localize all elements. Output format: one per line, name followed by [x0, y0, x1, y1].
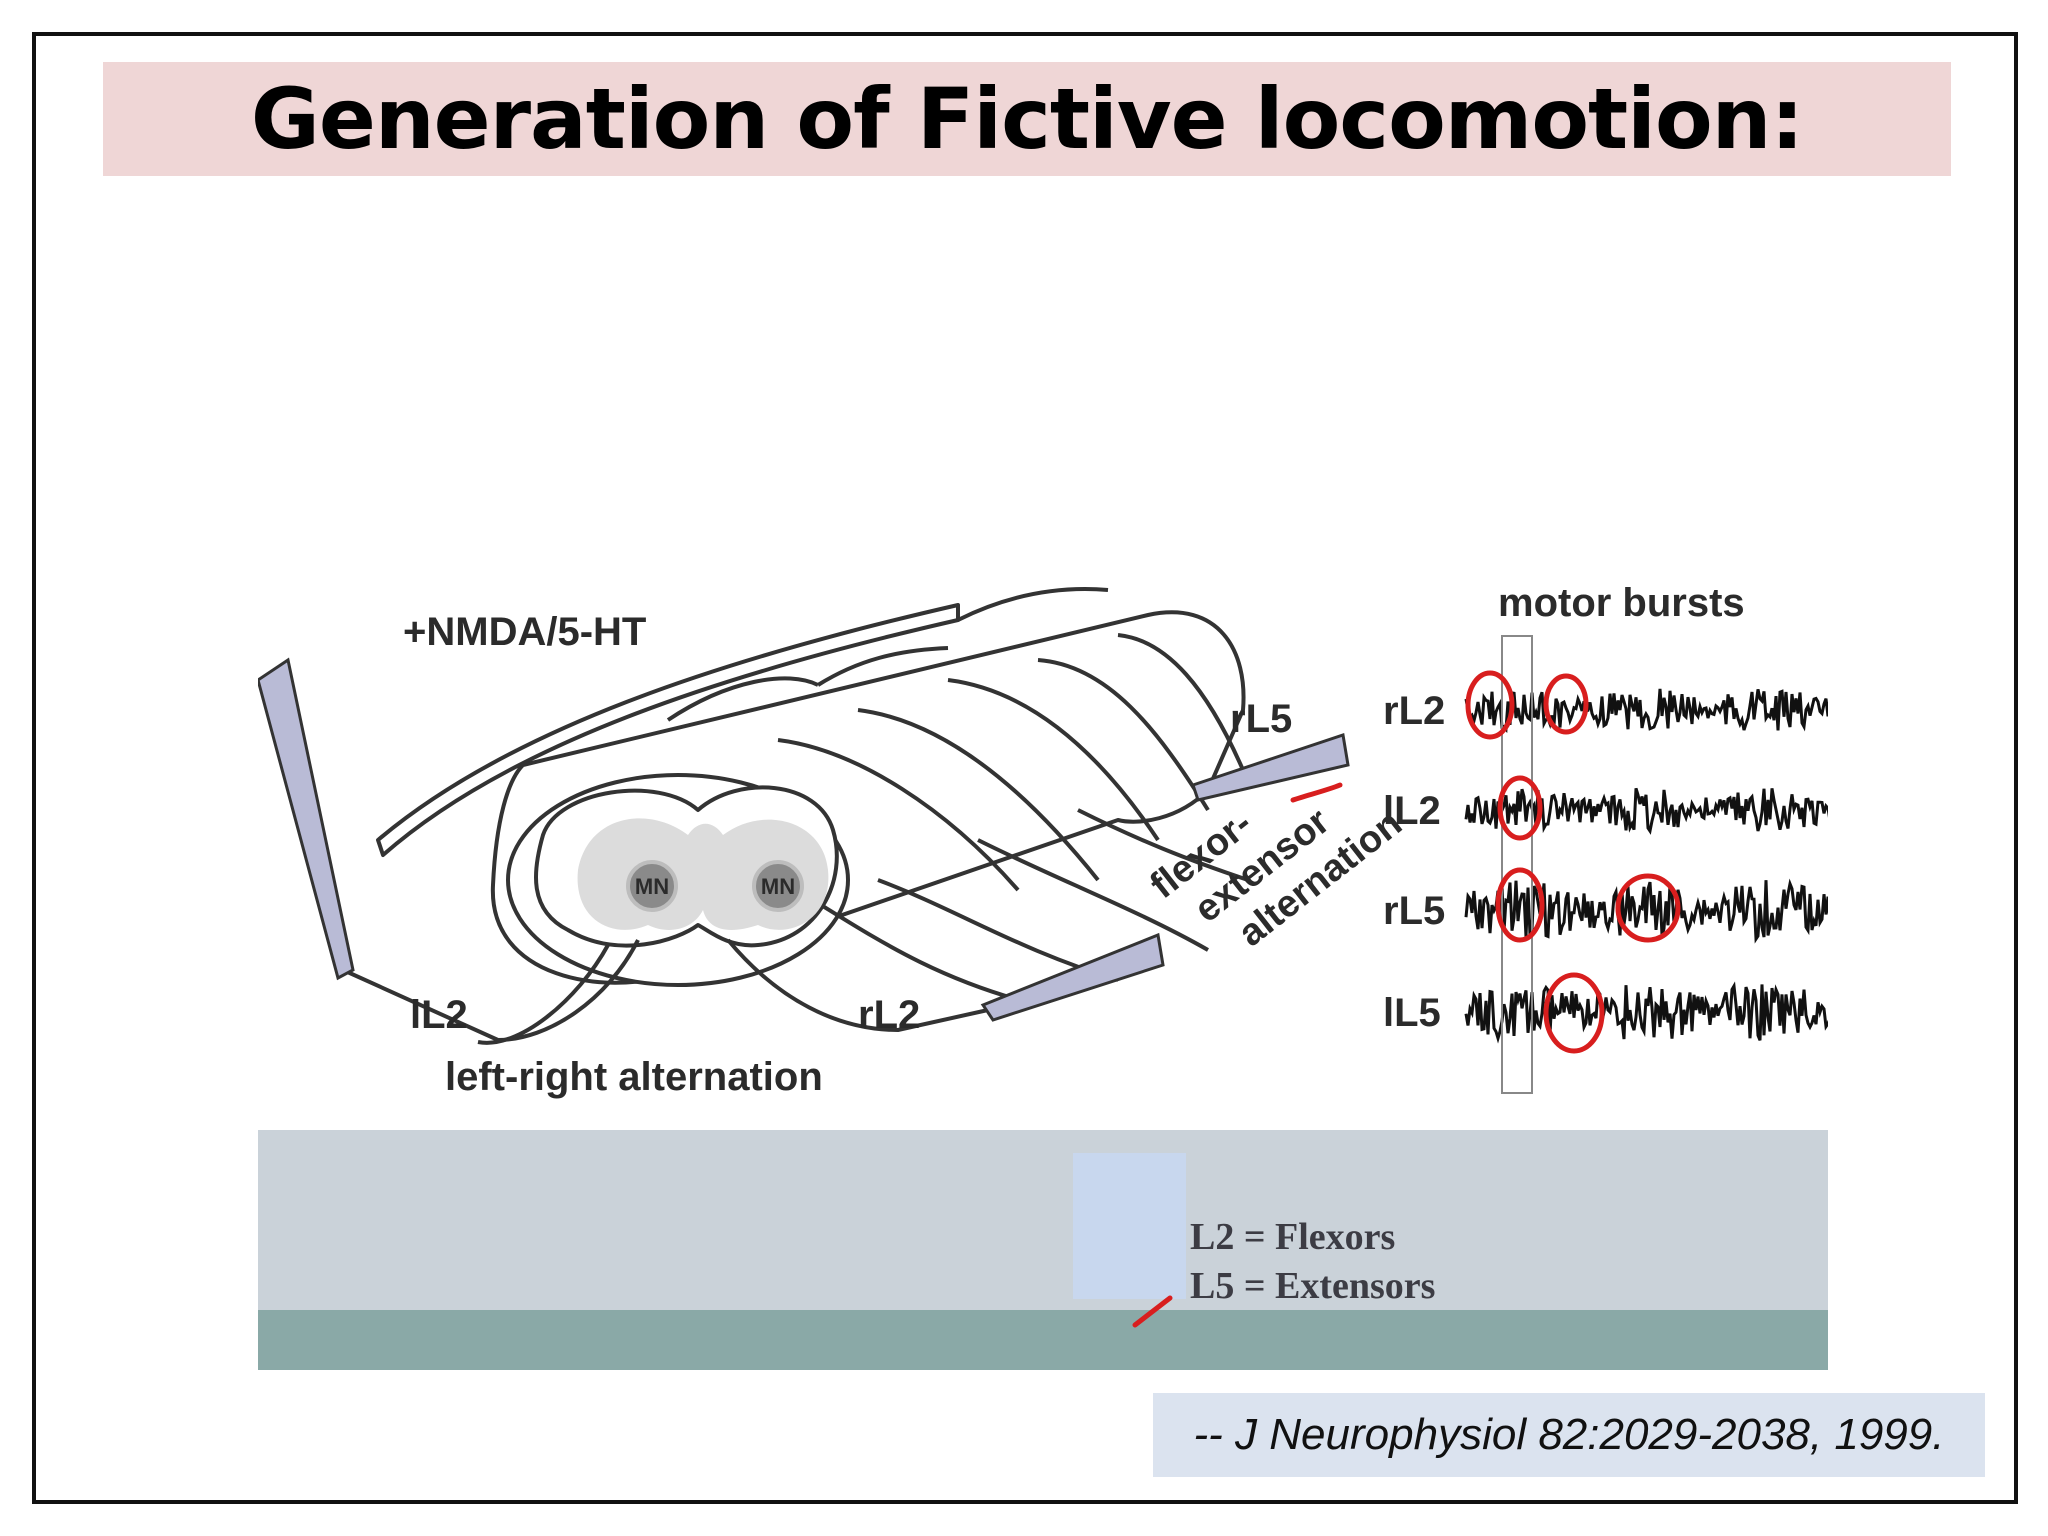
slide-title: Generation of Fictive locomotion: — [250, 70, 1804, 168]
root-label-lL2: lL2 — [410, 993, 468, 1037]
lower-panel — [258, 1130, 1828, 1370]
trace-label: lL5 — [1383, 991, 1441, 1035]
burst-trace — [1464, 981, 1828, 1044]
root-label-rL2: rL2 — [858, 993, 920, 1037]
trace-labels: rL2 lL2 rL5 lL5 — [1383, 689, 1445, 1035]
trace-label: lL2 — [1383, 789, 1441, 833]
electrode-rL5 — [1191, 733, 1350, 802]
trace-label: rL2 — [1383, 689, 1445, 733]
citation-box: -- J Neurophysiol 82:2029-2038, 1999. — [1153, 1393, 1985, 1477]
lower-strip — [258, 1310, 1828, 1370]
burst-trace — [1464, 878, 1828, 944]
red-annotations — [1290, 670, 1681, 1054]
burst-trace — [1464, 688, 1828, 734]
spinal-cord-figure: MN MN +NMDA/5-HT lL2 rL2 rL5 left-right … — [258, 581, 1828, 1099]
motor-burst-traces — [1464, 688, 1828, 1044]
burst-trace — [1464, 787, 1828, 835]
motor-bursts-label: motor bursts — [1498, 581, 1745, 625]
motor-neuron-left: MN — [626, 860, 678, 912]
time-window-box — [1501, 635, 1533, 1094]
red-pen-mark — [1132, 1295, 1173, 1328]
root-label-rL5: rL5 — [1230, 697, 1292, 741]
svg-text:MN: MN — [761, 874, 795, 899]
trace-label: rL5 — [1383, 889, 1445, 933]
blue-highlight-box — [1073, 1153, 1186, 1299]
electrode-lL2 — [258, 657, 355, 981]
legend-flexors: L2 = Flexors — [1190, 1216, 1396, 1258]
citation-text: -- J Neurophysiol 82:2029-2038, 1999. — [1193, 1410, 1945, 1459]
legend-extensors: L5 = Extensors — [1190, 1265, 1436, 1307]
electrode-rL2 — [980, 932, 1165, 1022]
drug-label: +NMDA/5-HT — [403, 610, 646, 654]
title-band — [103, 62, 1951, 176]
motor-neuron-right: MN — [752, 860, 804, 912]
left-right-alternation-label: left-right alternation — [445, 1055, 823, 1099]
svg-text:MN: MN — [635, 874, 669, 899]
